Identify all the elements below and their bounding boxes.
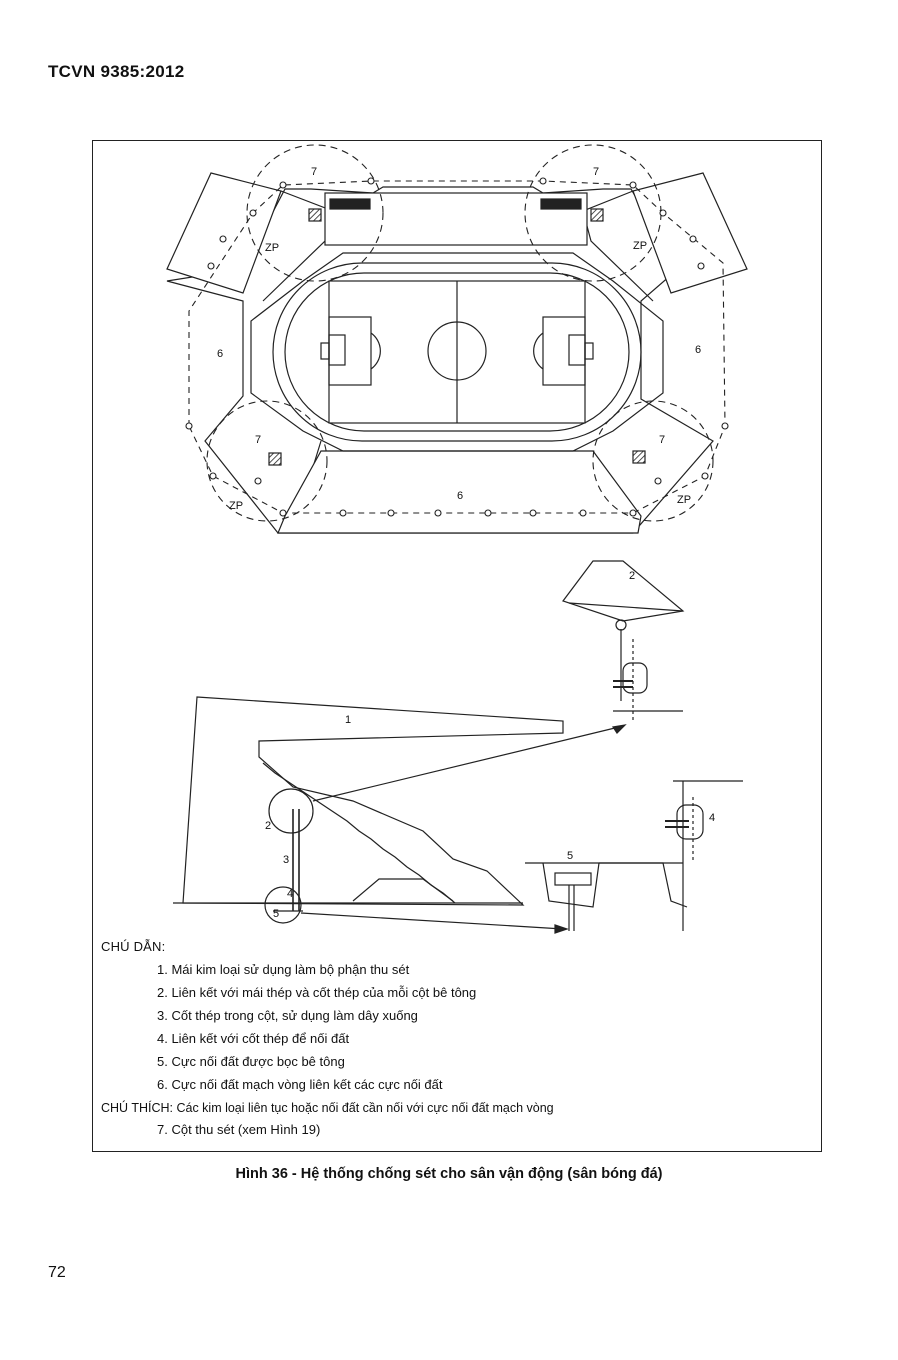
grandstand-section <box>173 696 627 934</box>
earth-electrode-points <box>185 177 729 517</box>
detail-label-bond: 4 <box>709 812 715 824</box>
plan-label-ring: 6 <box>695 344 701 356</box>
legend-item: 5. Cực nối đất được bọc bê tông <box>157 1054 345 1069</box>
legend-heading: CHÚ DẪN: <box>101 939 166 954</box>
legend-note-item: 7. Cột thu sét (xem Hình 19) <box>157 1122 321 1137</box>
detail-label-pit: 5 <box>567 850 573 862</box>
legend-item: 3. Cốt thép trong cột, sử dụng làm dây x… <box>157 1008 418 1023</box>
stand-outline <box>166 186 714 534</box>
detail-earth-pit <box>525 780 743 931</box>
zone-circle-bottom-right <box>592 400 714 522</box>
plan-label-rod: 7 <box>311 166 317 178</box>
bond-circle <box>268 788 314 834</box>
roof <box>182 696 564 906</box>
legend-item: 4. Liên kết với cốt thép để nối đất <box>157 1031 350 1046</box>
plan-label-zone: ZP <box>633 240 647 252</box>
legend-item: 1. Mái kim loại sử dụng làm bộ phận thu … <box>157 962 410 977</box>
legend-item: 2. Liên kết với mái thép và cốt thép của… <box>157 985 477 1000</box>
zone-circle-top-left <box>246 144 384 282</box>
earth-bond-circle <box>264 886 302 924</box>
track-inner-lane <box>284 272 630 432</box>
legend: CHÚ DẪN: 1. Mái kim loại sử dụng làm bộ … <box>101 935 813 1141</box>
section-label-roof: 1 <box>345 714 351 726</box>
standard-code: TCVN 9385:2012 <box>48 62 185 81</box>
section-label-bond: 2 <box>265 820 271 832</box>
section-label-electrode: 5 <box>273 908 279 920</box>
plan-label-rod: 7 <box>659 434 665 446</box>
figure-drawing: 7 7 7 7 ZP ZP ZP ZP 6 6 6 <box>166 144 748 934</box>
detail-label-roof: 2 <box>629 570 635 582</box>
figure-frame: 7 7 7 7 ZP ZP ZP ZP 6 6 6 <box>92 140 822 1152</box>
plan-label-ring: 6 <box>217 348 223 360</box>
centre-circle <box>427 321 487 381</box>
track-outer-lane <box>272 262 642 442</box>
legend-item: 6. Cực nối đất mạch vòng liên kết các cự… <box>157 1077 443 1092</box>
plan-label-rod: 7 <box>255 434 261 446</box>
page-number: 72 <box>48 1264 66 1281</box>
plan-label-zone: ZP <box>677 494 691 506</box>
plan-label-ring: 6 <box>457 490 463 502</box>
wing-top-right <box>632 172 748 294</box>
legend-note: CHÚ THÍCH: Các kim loại liên tục hoặc nố… <box>101 1101 554 1115</box>
detail-roof-bond <box>562 560 685 721</box>
figure-caption: Hình 36 - Hệ thống chống sét cho sân vận… <box>235 1166 663 1182</box>
zone-circle-bottom-left <box>206 400 328 522</box>
section-label-rebar: 3 <box>283 854 289 866</box>
plan-label-zone: ZP <box>229 500 243 512</box>
wing-top-left <box>166 172 282 294</box>
section-label-earth-bond: 4 <box>287 888 293 900</box>
plan-label-zone: ZP <box>265 242 279 254</box>
plan-label-rod: 7 <box>593 166 599 178</box>
running-track <box>250 252 664 452</box>
